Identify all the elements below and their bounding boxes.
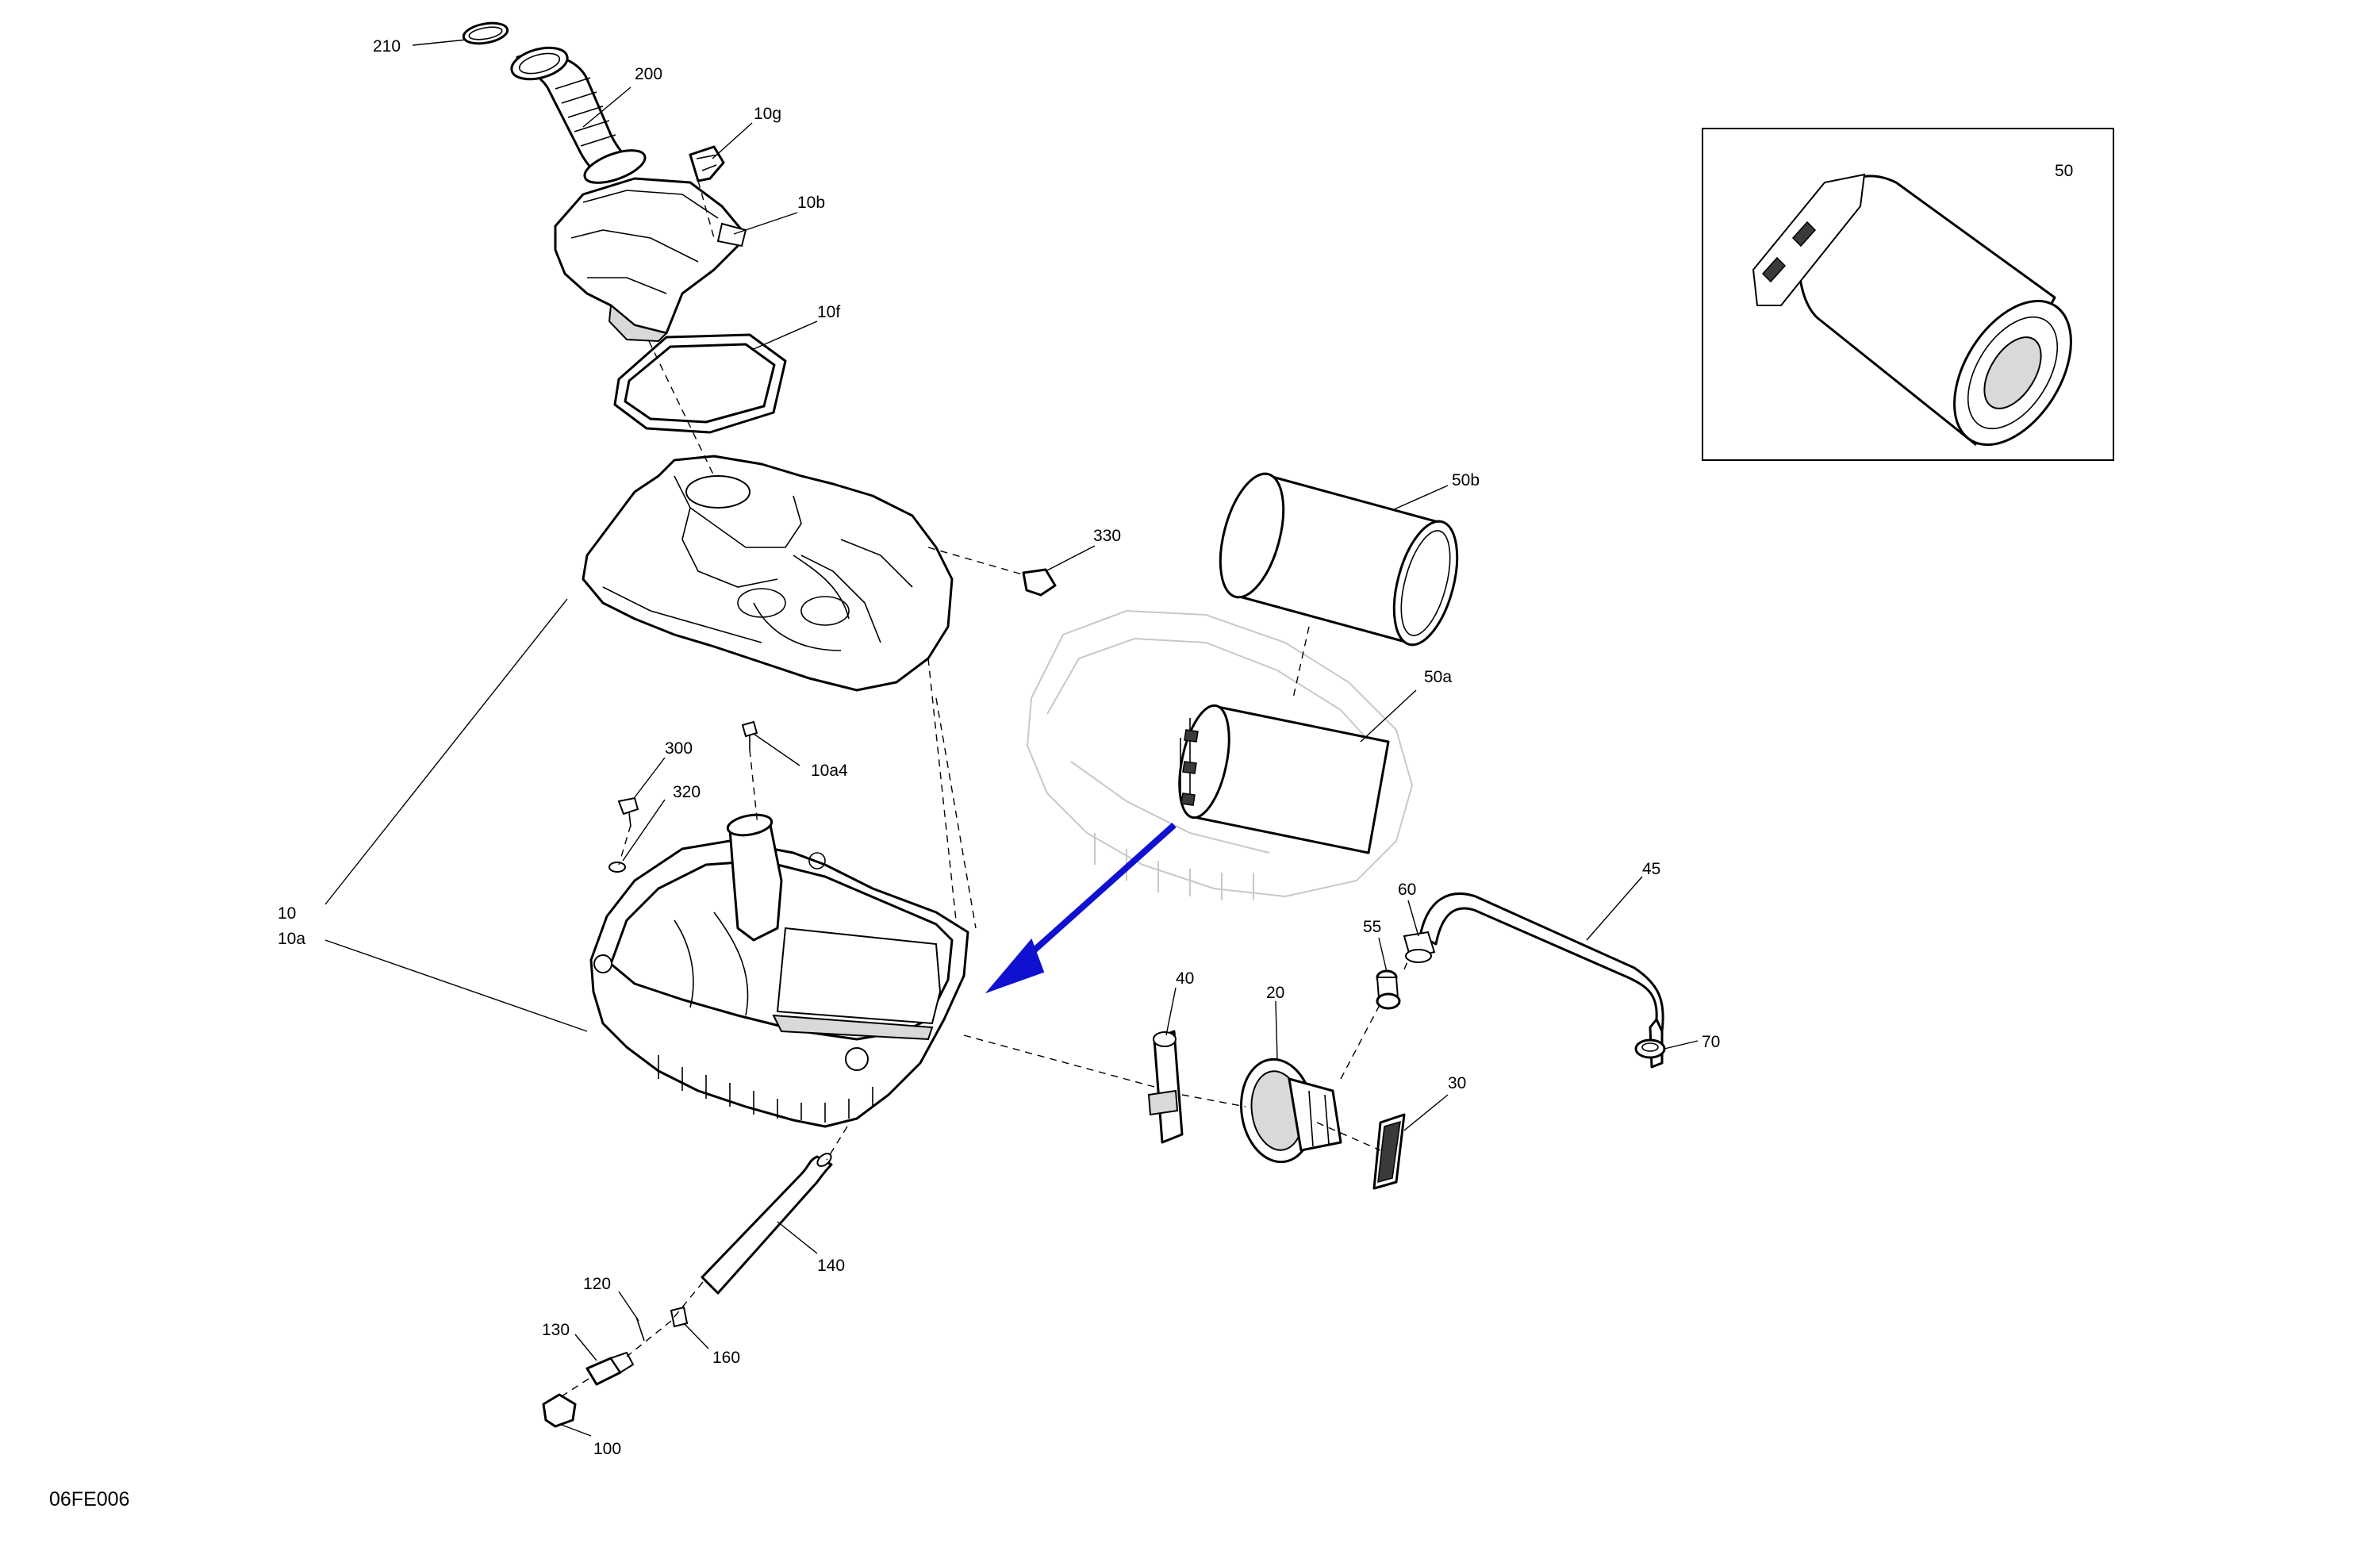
- screw-300: [617, 796, 639, 827]
- callout-100: 100: [593, 1440, 621, 1458]
- callout-300: 300: [665, 739, 693, 758]
- airbox-housing-10: [589, 813, 969, 1128]
- callout-labels: 210 200 10g 10b 10f 330 10 10a 300 10a4 …: [49, 37, 2073, 1510]
- drain-tube-140: [701, 1153, 833, 1295]
- callout-45: 45: [1642, 860, 1660, 878]
- cap-100: [542, 1393, 577, 1428]
- callout-10g: 10g: [754, 105, 781, 123]
- callout-50b: 50b: [1452, 471, 1480, 489]
- seal-40: [1147, 1030, 1184, 1144]
- intake-tube-200: [510, 46, 647, 184]
- washer-320: [608, 862, 626, 873]
- screw-10a4: [741, 720, 758, 750]
- callout-160: 160: [712, 1349, 740, 1367]
- gasket-10f: [613, 333, 787, 434]
- leader-lines: [324, 39, 1699, 1437]
- filter-element-50a: [1178, 704, 1390, 854]
- inset-filter-assembly-50: [1702, 128, 2114, 461]
- callout-30: 30: [1448, 1074, 1466, 1092]
- callout-50: 50: [2055, 162, 2073, 180]
- assembly-lines: [559, 180, 1409, 1399]
- callout-10: 10: [278, 904, 296, 923]
- callout-10b: 10b: [797, 194, 825, 212]
- clip-10g: [689, 145, 725, 182]
- callout-55: 55: [1363, 918, 1381, 936]
- hose-45: [1418, 892, 1664, 1069]
- callout-70: 70: [1702, 1033, 1720, 1051]
- callout-210: 210: [373, 37, 401, 56]
- callout-40: 40: [1176, 969, 1194, 988]
- callout-140: 140: [817, 1257, 845, 1275]
- callout-10a4: 10a4: [811, 762, 848, 780]
- pin-120: [635, 1316, 645, 1341]
- airbox-cover-10b: [554, 177, 747, 343]
- callout-50a: 50a: [1424, 668, 1452, 686]
- fitting-130: [585, 1351, 635, 1386]
- intake-clamp-210: [462, 21, 509, 45]
- callout-200: 200: [635, 65, 662, 83]
- airbox-lid: [582, 455, 954, 692]
- clamp-160: [670, 1306, 689, 1328]
- cap-70: [1634, 1038, 1666, 1059]
- callout-330: 330: [1093, 527, 1121, 545]
- callout-10a: 10a: [278, 930, 305, 948]
- callout-20: 20: [1266, 984, 1284, 1002]
- callout-10f: 10f: [817, 303, 840, 321]
- callout-120: 120: [583, 1275, 611, 1293]
- callout-60: 60: [1398, 881, 1416, 899]
- fitting-60: [1403, 931, 1436, 963]
- adapter-20: [1240, 1057, 1342, 1164]
- drawing-code: 06FE006: [49, 1488, 129, 1510]
- callout-130: 130: [542, 1321, 570, 1339]
- fitting-55: [1376, 969, 1401, 1010]
- callout-320: 320: [673, 783, 701, 801]
- filter-sleeve-50b: [1219, 472, 1459, 647]
- install-arrow: [985, 823, 1177, 994]
- seal-30: [1372, 1113, 1406, 1190]
- clip-330: [1022, 568, 1057, 597]
